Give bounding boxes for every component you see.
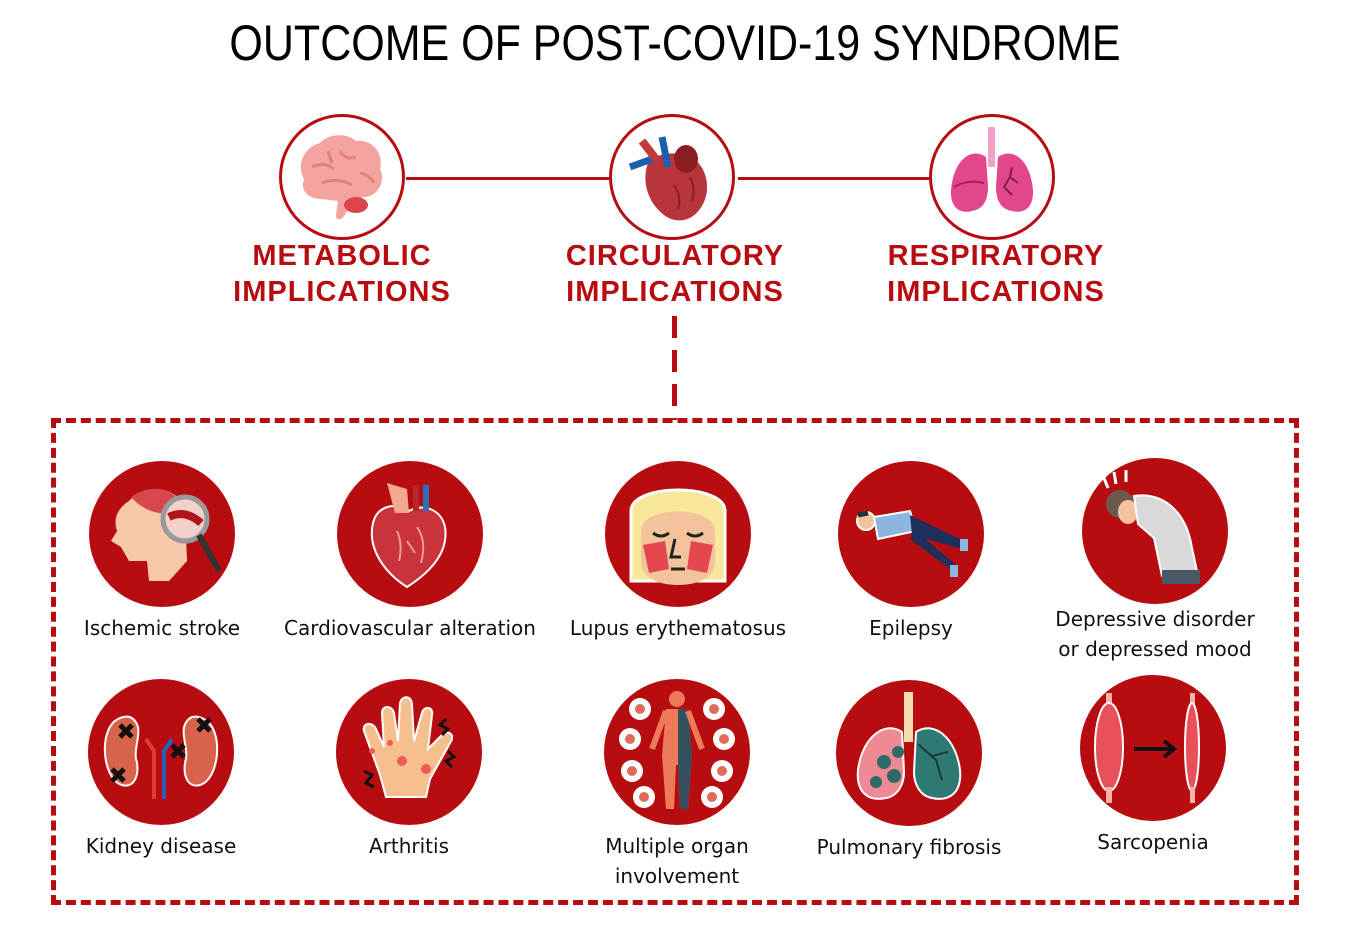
outcome-label-line: involvement bbox=[614, 864, 740, 888]
outcome-label: Epilepsy bbox=[771, 613, 1051, 643]
dashed-connector bbox=[672, 316, 677, 420]
lungs-icon bbox=[950, 127, 1034, 212]
outcome-item: Epilepsy bbox=[771, 461, 1051, 643]
outcome-label: Cardiovascular alteration bbox=[270, 613, 550, 643]
outcome-label: Kidney disease bbox=[21, 831, 301, 861]
connector-line bbox=[738, 177, 932, 180]
category-label-line: METABOLIC bbox=[252, 240, 432, 272]
outcome-item: Pulmonary fibrosis bbox=[769, 680, 1049, 862]
category-label-circulatory: CIRCULATORY IMPLICATIONS bbox=[525, 238, 825, 310]
outcome-disc bbox=[1082, 458, 1228, 604]
outcome-label-line: Multiple organ bbox=[605, 834, 749, 858]
heart-icon bbox=[628, 136, 708, 221]
outcome-disc bbox=[838, 461, 984, 607]
outcome-label-line: Lupus erythematosus bbox=[569, 616, 787, 640]
outcome-label: Multiple organ involvement bbox=[537, 831, 817, 891]
outcome-disc bbox=[337, 461, 483, 607]
depressed-person-icon bbox=[1102, 470, 1200, 584]
category-label-respiratory: RESPIRATORY IMPLICATIONS bbox=[846, 238, 1146, 310]
outcome-disc bbox=[1080, 675, 1226, 821]
anatomical-heart-icon bbox=[370, 483, 447, 589]
category-circle-respiratory bbox=[929, 114, 1055, 240]
category-label-line: IMPLICATIONS bbox=[887, 276, 1105, 308]
fibrotic-lungs-icon bbox=[856, 692, 962, 800]
outcome-disc bbox=[605, 461, 751, 607]
painful-hand-icon bbox=[362, 696, 457, 798]
page-title: OUTCOME OF POST-COVID-19 SYNDROME bbox=[229, 15, 1121, 71]
outcome-label-line: Arthritis bbox=[368, 834, 450, 858]
outcome-label: Depressive disorder or depressed mood bbox=[1015, 604, 1295, 664]
connector-line bbox=[406, 177, 612, 180]
outcome-disc bbox=[604, 679, 750, 825]
outcome-item: Ischemic stroke bbox=[22, 461, 302, 643]
outcome-item: Arthritis bbox=[269, 679, 549, 861]
category-label-metabolic: METABOLIC IMPLICATIONS bbox=[192, 238, 492, 310]
outcome-label: Pulmonary fibrosis bbox=[769, 832, 1049, 862]
outcome-disc bbox=[89, 461, 235, 607]
outcome-item: Lupus erythematosus bbox=[538, 461, 818, 643]
outcome-label-line: Ischemic stroke bbox=[83, 616, 241, 640]
outcome-label-line: Cardiovascular alteration bbox=[284, 616, 536, 640]
outcomes-dashed-box bbox=[51, 418, 1299, 905]
outcome-item: Sarcopenia bbox=[1013, 675, 1293, 857]
outcome-label-line: Depressive disorder bbox=[1055, 607, 1255, 631]
category-circle-circulatory bbox=[609, 114, 735, 240]
outcome-disc bbox=[836, 680, 982, 826]
category-label-line: CIRCULATORY bbox=[565, 240, 785, 272]
outcome-item: Depressive disorder or depressed mood bbox=[1015, 458, 1295, 664]
outcome-label: Sarcopenia bbox=[1013, 827, 1293, 857]
outcome-label: Ischemic stroke bbox=[22, 613, 302, 643]
outcome-item: Kidney disease bbox=[21, 679, 301, 861]
brain-icon bbox=[300, 135, 383, 220]
outcome-label-line: Pulmonary fibrosis bbox=[816, 835, 1002, 859]
face-rash-icon bbox=[629, 488, 727, 585]
outcome-disc bbox=[88, 679, 234, 825]
outcome-label: Lupus erythematosus bbox=[538, 613, 818, 643]
outcome-label: Arthritis bbox=[269, 831, 549, 861]
body-organs-icon bbox=[619, 691, 735, 809]
kidneys-icon bbox=[104, 715, 218, 799]
category-label-line: IMPLICATIONS bbox=[233, 276, 451, 308]
outcome-disc bbox=[336, 679, 482, 825]
category-label-line: RESPIRATORY bbox=[887, 240, 1105, 272]
seizure-person-icon bbox=[856, 509, 968, 577]
outcome-item: Multiple organ involvement bbox=[537, 679, 817, 891]
stroke-head-magnifier-icon bbox=[111, 488, 222, 581]
muscle-atrophy-icon bbox=[1094, 693, 1200, 803]
outcome-item: Cardiovascular alteration bbox=[270, 461, 550, 643]
outcome-label-line: Sarcopenia bbox=[1097, 830, 1209, 854]
outcome-label-line: Kidney disease bbox=[85, 834, 237, 858]
category-circle-metabolic bbox=[279, 114, 405, 240]
outcome-label-line: Epilepsy bbox=[869, 616, 953, 640]
outcome-label-line: or depressed mood bbox=[1058, 637, 1252, 661]
category-label-line: IMPLICATIONS bbox=[566, 276, 784, 308]
